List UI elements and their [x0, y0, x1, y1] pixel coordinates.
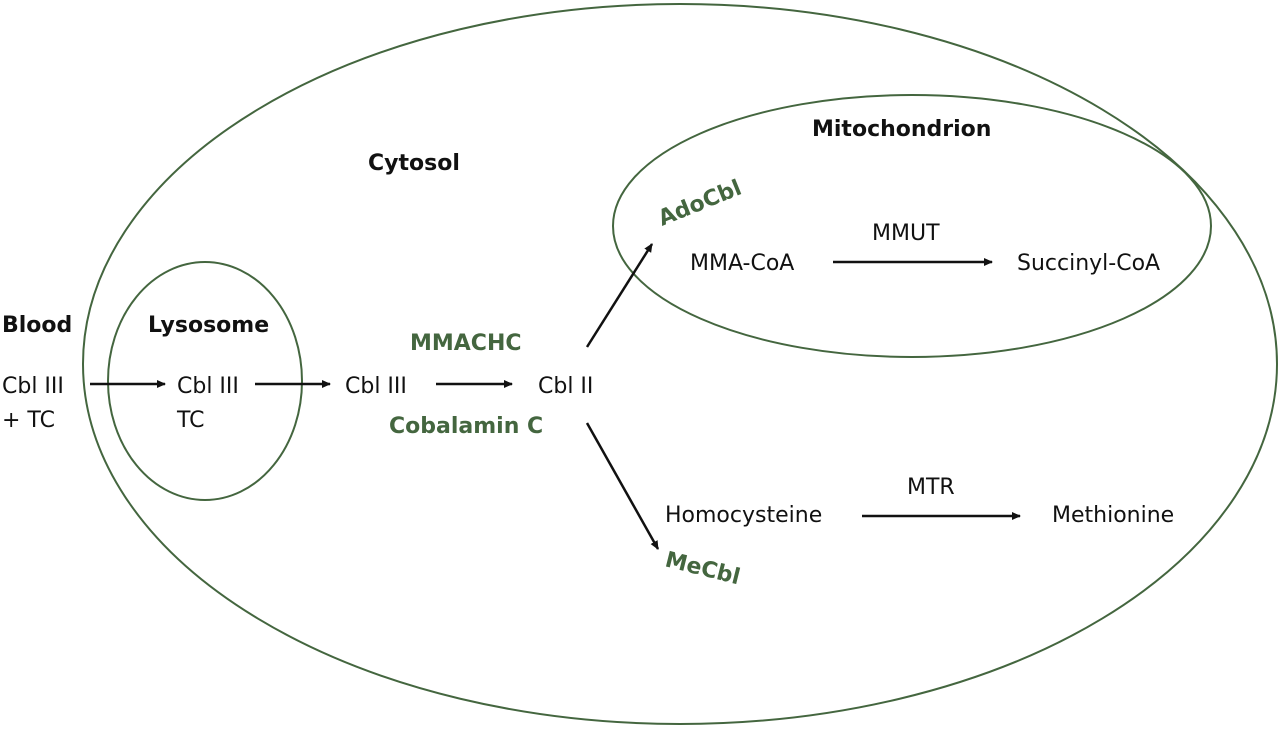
- mitochondrion-label: Mitochondrion: [812, 117, 991, 142]
- enzyme-mmachc: MMACHC: [410, 331, 522, 356]
- cofactor-mecbl: MeCbl: [663, 548, 743, 591]
- cell-membrane: [82, 3, 1278, 725]
- enzyme-cobalamin-c: Cobalamin C: [389, 414, 543, 439]
- blood-tc: + TC: [2, 408, 55, 433]
- mitochondrion-membrane: [612, 94, 1212, 358]
- substrate-homocysteine: Homocysteine: [665, 503, 822, 528]
- arrow-cbl2-to-mecbl: [585, 422, 660, 550]
- lysosome-label: Lysosome: [148, 313, 269, 338]
- arrow-cbl2-to-adocbl: [585, 243, 654, 348]
- lysosome-tc: TC: [176, 408, 205, 433]
- cytosol-cbl2: Cbl II: [538, 374, 593, 399]
- enzyme-mtr: MTR: [907, 475, 955, 500]
- lysosome-cbl3: Cbl III: [177, 374, 239, 399]
- lysosome-membrane: [107, 261, 303, 501]
- cytosol-cbl3: Cbl III: [345, 374, 407, 399]
- cofactor-adocbl: AdoCbl: [655, 176, 745, 232]
- cytosol-label: Cytosol: [368, 151, 460, 176]
- blood-cbl3: Cbl III: [2, 374, 64, 399]
- product-methionine: Methionine: [1052, 503, 1174, 528]
- product-succinyl-coa: Succinyl-CoA: [1017, 251, 1160, 276]
- enzyme-mmut: MMUT: [872, 221, 940, 246]
- blood-label: Blood: [2, 313, 72, 338]
- substrate-mma-coa: MMA-CoA: [690, 251, 794, 276]
